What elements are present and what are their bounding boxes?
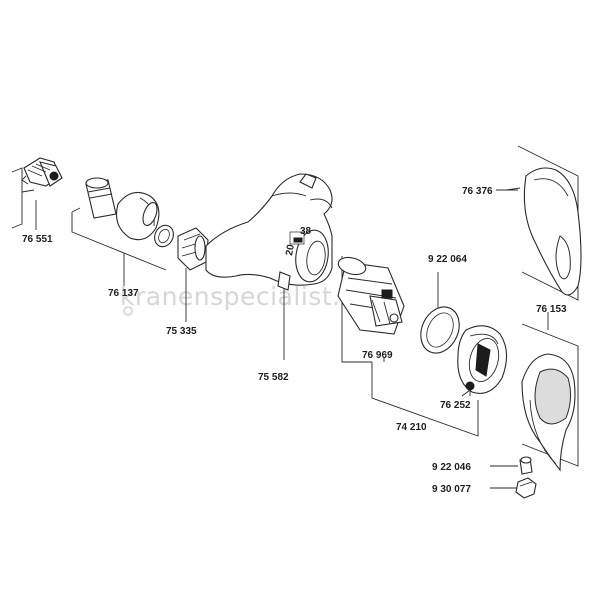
- part-9-30-077-drawing: [490, 477, 537, 499]
- bracket-74-210: [371, 362, 479, 437]
- part-label-75-582: 75 582: [258, 372, 289, 383]
- part-label-76-551: 76 551: [22, 234, 53, 245]
- part-9-22-064-drawing: [420, 272, 460, 354]
- part-label-76-137: 76 137: [108, 288, 139, 299]
- part-76-969-drawing: [337, 256, 405, 363]
- dial-low-label: 20: [284, 243, 297, 256]
- part-9-22-046-drawing: [490, 456, 533, 475]
- part-label-76-153: 76 153: [536, 304, 567, 315]
- part-76-252-drawing: [457, 325, 508, 396]
- watermark: kranenspecialist.nl: [120, 282, 364, 311]
- part-label-76-252: 76 252: [440, 400, 471, 411]
- part-label-75-335: 75 335: [166, 326, 197, 337]
- part-76-137-drawing: [71, 177, 174, 272]
- part-label-9-30-077: 9 30 077: [432, 484, 471, 495]
- part-75-335-drawing: [177, 227, 209, 288]
- part-76-551-drawing: [11, 157, 63, 229]
- part-75-582-drawing: 20 38: [205, 173, 333, 360]
- part-label-76-376: 76 376: [462, 186, 493, 197]
- part-76-153-drawing: [521, 323, 579, 472]
- part-label-74-210: 74 210: [396, 422, 427, 433]
- part-label-9-22-046: 9 22 046: [432, 462, 471, 473]
- leader-76-252: [461, 389, 471, 397]
- dial-high-label: 38: [300, 226, 312, 237]
- part-76-376-drawing: [505, 145, 582, 301]
- watermark-registered-icon: [123, 306, 133, 316]
- part-label-9-22-064: 9 22 064: [428, 254, 467, 265]
- part-label-76-969: 76 969: [362, 350, 393, 361]
